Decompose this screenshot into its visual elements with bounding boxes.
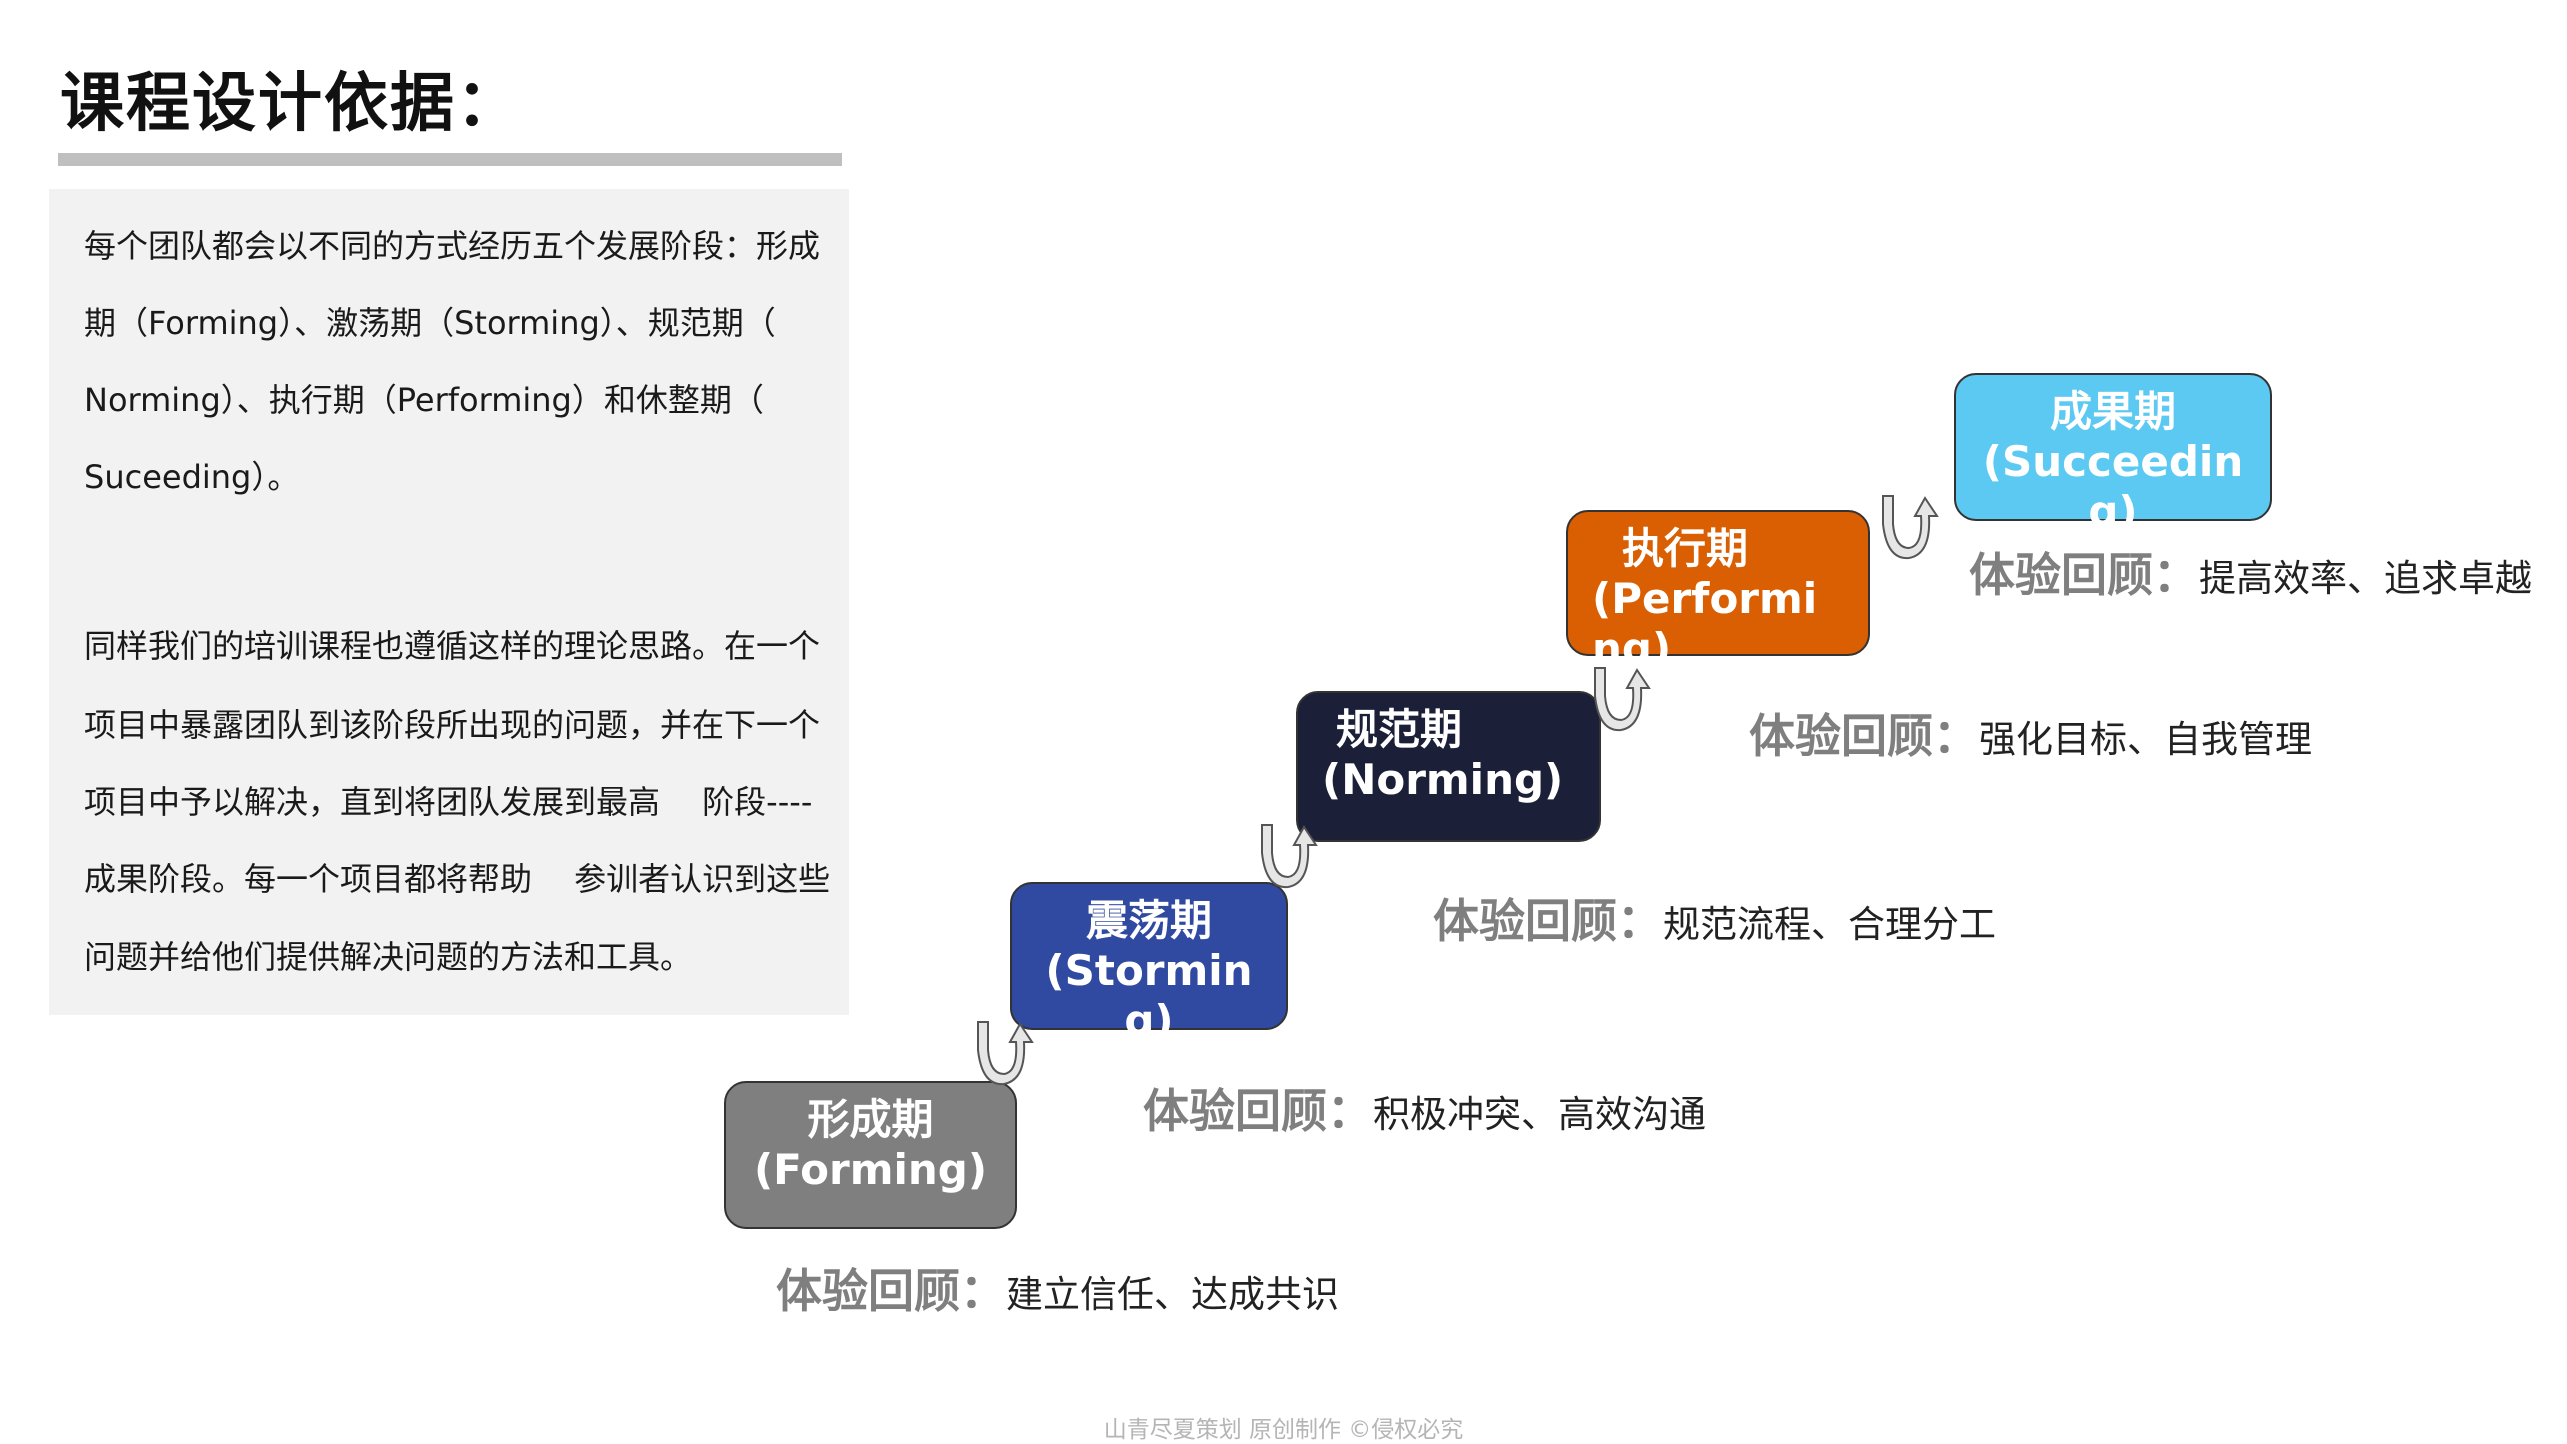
review-label: 体验回顾： [1433, 894, 1663, 948]
review-text: 积极冲突、高效沟通 [1373, 1093, 1706, 1136]
stage-cn: 执行期 [1622, 524, 1749, 573]
review-label: 体验回顾： [776, 1264, 1006, 1318]
stage-en: (Succeeding) [1982, 437, 2244, 536]
review-label: 体验回顾： [1969, 548, 2199, 602]
u-turn-arrow-icon [1261, 824, 1318, 889]
intro-line: 每个团队都会以不同的方式经历五个发展阶段：形成 [84, 227, 821, 265]
review-performing: 体验回顾：强化目标、自我管理 [1749, 700, 2312, 766]
review-storming: 体验回顾：积极冲突、高效沟通 [1143, 1075, 1706, 1141]
review-text: 建立信任、达成共识 [1006, 1273, 1339, 1316]
stage-storming: 震荡期 (Storming) [1010, 882, 1288, 1045]
review-text: 提高效率、追求卓越 [2199, 557, 2532, 600]
intro-line: 问题并给他们提供解决问题的方法和工具。 [84, 938, 693, 976]
stage-performing: 执行期 (Performing) [1566, 510, 1870, 673]
page-title: 课程设计依据： [60, 67, 522, 141]
intro-panel: 每个团队都会以不同的方式经历五个发展阶段：形成 期（Forming）、激荡期（S… [49, 189, 849, 1015]
intro-line: 同样我们的培训课程也遵循这样的理论思路。在一个 [84, 627, 821, 665]
stage-cn: 形成期 [807, 1095, 934, 1144]
u-turn-arrow-icon [977, 1021, 1034, 1086]
review-norming: 体验回顾：规范流程、合理分工 [1433, 885, 1996, 951]
footer-credit: 山青尽夏策划 原创制作 ©侵权必究 [1103, 1417, 1464, 1443]
title-underline [58, 153, 842, 166]
intro-line: Suceeding）。 [84, 458, 300, 496]
review-succeeding: 体验回顾：提高效率、追求卓越 [1969, 539, 2532, 605]
stage-en: (Norming) [1322, 755, 1564, 804]
u-turn-arrow-icon [1882, 495, 1939, 560]
stage-norming: 规范期 (Norming) [1296, 691, 1601, 842]
intro-line: 期（Forming）、激荡期（Storming）、规范期（ [84, 304, 776, 342]
stage-forming: 形成期 (Forming) [724, 1081, 1017, 1229]
u-turn-arrow-icon [1594, 667, 1651, 732]
review-text: 规范流程、合理分工 [1663, 903, 1996, 946]
intro-line: 项目中予以解决，直到将团队发展到最高 阶段---- [84, 783, 813, 821]
stage-en: (Forming) [753, 1145, 988, 1194]
stage-cn: 规范期 [1336, 705, 1463, 754]
intro-line: 成果阶段。每一个项目都将帮助 参训者认识到这些 [84, 860, 831, 898]
review-label: 体验回顾： [1143, 1084, 1373, 1138]
intro-line: 项目中暴露团队到该阶段所出现的问题，并在下一个 [84, 706, 821, 744]
review-label: 体验回顾： [1749, 709, 1979, 763]
stage-cn: 震荡期 [1085, 896, 1212, 945]
stage-succeeding: 成果期 (Succeeding) [1954, 373, 2272, 536]
review-forming: 体验回顾：建立信任、达成共识 [776, 1255, 1339, 1321]
stage-en: (Storming) [1045, 946, 1253, 1045]
intro-line: Norming）、执行期（Performing）和休整期（ [84, 381, 764, 419]
stage-en: (Performing) [1592, 574, 1818, 673]
stage-cn: 成果期 [2049, 387, 2176, 436]
review-text: 强化目标、自我管理 [1979, 718, 2312, 761]
